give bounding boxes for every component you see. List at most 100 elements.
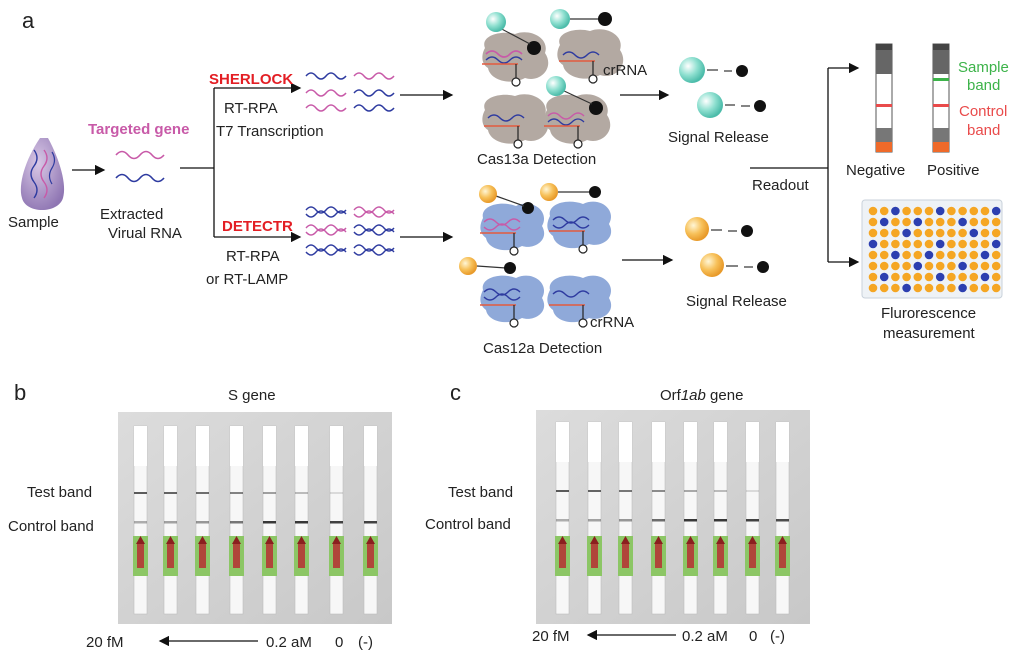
plate-well	[969, 283, 979, 293]
plate-well	[935, 272, 945, 282]
panel-b-left-conc: 20 fM	[86, 634, 124, 651]
strip-positive	[932, 43, 950, 153]
test-line	[295, 492, 308, 494]
strip-arrow-head	[748, 536, 757, 544]
strip-arrow-head	[332, 536, 341, 544]
panel-c-right-conc: 0.2 aM	[682, 628, 728, 645]
plate-well	[891, 272, 900, 282]
control-line	[295, 521, 308, 524]
strip-arrow-head	[136, 536, 145, 544]
cas12a-label: Cas12a Detection	[483, 340, 602, 357]
strip-arrow-head	[265, 536, 274, 544]
strip-top-pad	[556, 422, 569, 462]
plate-well	[980, 217, 990, 227]
plate-well	[902, 272, 911, 282]
panel-c-neg: (-)	[770, 628, 785, 645]
test-line	[164, 492, 177, 494]
plate-well	[879, 250, 889, 260]
sherlock-step-2: T7 Transcription	[216, 123, 324, 140]
strip-arrow-head	[166, 536, 175, 544]
plate-well	[991, 261, 1001, 271]
strip-top-pad	[776, 422, 789, 462]
plate-well	[891, 261, 900, 271]
lateral-flow-strip	[587, 421, 602, 615]
extracted-label-1: Extracted	[100, 206, 163, 223]
plate-well	[913, 239, 923, 249]
plate-well	[969, 239, 979, 249]
test-line	[588, 490, 601, 492]
strip-top-pad	[295, 426, 308, 466]
detectr-amplicons	[305, 206, 395, 256]
panel-c-label: c	[450, 380, 461, 405]
plate-well	[980, 283, 990, 293]
plate-well	[913, 272, 923, 282]
plate-well	[913, 206, 923, 216]
plate-well	[980, 250, 990, 260]
plate-well	[935, 283, 945, 293]
panel-b-control-band: Control band	[8, 518, 94, 535]
plate-well	[913, 283, 923, 293]
strip-negative	[875, 43, 893, 153]
lateral-flow-strip	[294, 425, 309, 615]
signal-release-label-top: Signal Release	[668, 129, 769, 146]
panel-b-label: b	[14, 380, 26, 405]
lateral-flow-strip	[262, 425, 277, 615]
control-line	[330, 521, 343, 524]
plate-well	[891, 239, 900, 249]
detectr-step-2: or RT-LAMP	[206, 271, 288, 288]
strip-top-pad	[588, 422, 601, 462]
control-line	[134, 521, 147, 524]
cas13a-label: Cas13a Detection	[477, 151, 596, 168]
control-line	[684, 519, 697, 522]
plate-well	[947, 228, 956, 238]
lateral-flow-strip	[713, 421, 728, 615]
plate-well	[980, 206, 990, 216]
test-line	[134, 492, 147, 494]
strip-arrow-head	[590, 536, 599, 544]
plate-well	[879, 272, 889, 282]
plate-well	[913, 228, 923, 238]
plate-well	[947, 272, 956, 282]
plate-well	[868, 217, 878, 227]
signal-release-label-bottom: Signal Release	[686, 293, 787, 310]
plate-well	[924, 206, 934, 216]
test-line	[556, 490, 569, 492]
control-line	[556, 519, 569, 522]
strip-top-pad	[364, 426, 377, 466]
strip-top-pad	[746, 422, 759, 462]
strip-arrow-red	[367, 542, 374, 568]
strip-arrow-head	[198, 536, 207, 544]
plate-well	[991, 206, 1001, 216]
strip-top-pad	[684, 422, 697, 462]
plate-well	[924, 250, 934, 260]
strip-arrow-head	[716, 536, 725, 544]
test-line	[196, 492, 209, 494]
panel-c-title: Orf1ab gene	[660, 387, 743, 404]
sample-band-label-2: band	[967, 77, 1000, 94]
strip-arrow-head	[297, 536, 306, 544]
panel-b-right-conc: 0.2 aM	[266, 634, 312, 651]
strip-arrow-head	[654, 536, 663, 544]
crrna-label-bottom: crRNA	[590, 314, 634, 331]
strip-top-pad	[134, 426, 147, 466]
strip-arrow-head	[621, 536, 630, 544]
test-line	[714, 490, 727, 492]
plate-well	[947, 217, 956, 227]
test-line	[746, 490, 759, 492]
plate-well	[958, 228, 967, 238]
lateral-flow-strip	[555, 421, 570, 615]
test-line	[684, 490, 697, 492]
strip-arrow-head	[686, 536, 695, 544]
strip-arrow-red	[137, 542, 144, 568]
strip-arrow-red	[655, 542, 662, 568]
strip-arrow-red	[199, 542, 206, 568]
lateral-flow-strip	[229, 425, 244, 615]
test-line	[330, 492, 343, 494]
readout-label: Readout	[752, 177, 810, 194]
plate-well	[969, 217, 979, 227]
lateral-flow-strip	[329, 425, 344, 615]
strip-top-pad	[164, 426, 177, 466]
plate-well	[913, 217, 923, 227]
targeted-gene-label: Targeted gene	[88, 121, 189, 138]
